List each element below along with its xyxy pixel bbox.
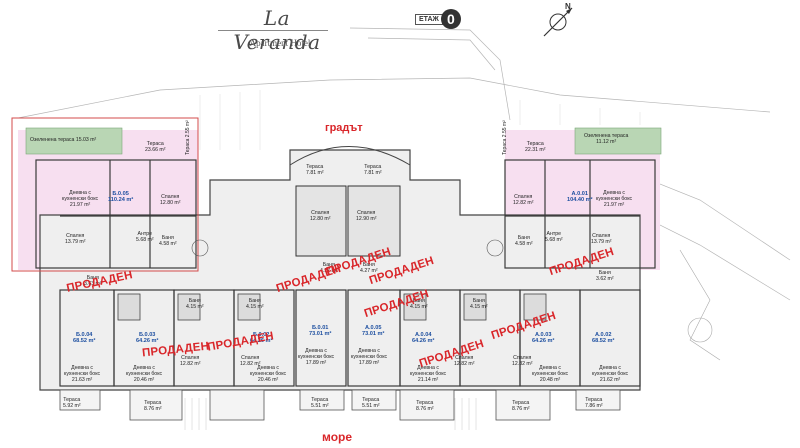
bedroom-left-2: Спалня 13.79 m² bbox=[65, 233, 86, 245]
living-label: Дневна с кухненски бокс 21.14 m² bbox=[410, 365, 447, 383]
living-label: Дневна с кухненски бокс 20.48 m² bbox=[532, 365, 569, 383]
bath-label: Баня 4.15 m² bbox=[186, 298, 204, 310]
center-bath-right: Баня 4.27 m² bbox=[360, 262, 378, 274]
center-bedroom-left: Спалня 12.80 m² bbox=[310, 210, 331, 222]
terrace-label: Тераса 7.86 m² bbox=[585, 397, 603, 409]
terrace-label: Тераса 8.76 m² bbox=[416, 400, 434, 412]
terrace-green-left: Озеленена тераса 15.03 m² bbox=[30, 137, 97, 143]
living-right: Дневна с кухненски бокс 21.97 m² bbox=[596, 190, 633, 208]
living-label: Дневна с кухненски бокс 21.62 m² bbox=[592, 365, 629, 383]
terrace-small-left: Тераса 2.55 m² bbox=[185, 120, 191, 155]
terrace-small-right: Тераса 2.55 m² bbox=[502, 120, 508, 155]
center-terrace-right: Тераса 7.81 m² bbox=[364, 164, 382, 176]
bedroom-label: Спалня 12.82 m² bbox=[180, 355, 201, 367]
antre-right: Антре 5.68 m² bbox=[545, 231, 563, 243]
floor-indicator: ЕТАЖ 0 bbox=[415, 8, 461, 30]
floor-word: ЕТАЖ bbox=[415, 13, 443, 25]
orientation-sea-label: море bbox=[322, 430, 353, 444]
bedroom-left-1: Спалня 12.80 m² bbox=[160, 194, 181, 206]
bath-label: Баня 3.62 m² bbox=[596, 270, 614, 282]
floor-number: 0 bbox=[440, 9, 461, 29]
bath-left: Баня 4.58 m² bbox=[159, 235, 177, 247]
bath-label: Баня 4.15 m² bbox=[246, 298, 264, 310]
terrace-label: Тераса 5.51 m² bbox=[311, 397, 329, 409]
brand-subtitle: Apartment Hotel bbox=[249, 38, 311, 48]
bedroom-right-2: Спалня 13.79 m² bbox=[591, 233, 612, 245]
center-bath-left: Баня 4.27 m² bbox=[320, 262, 338, 274]
living-label: Дневна с кухненски бокс 20.46 m² bbox=[250, 365, 287, 383]
terrace-top-right: Тераса 22.31 m² bbox=[525, 141, 546, 153]
terrace-label: Тераса 5.92 m² bbox=[63, 397, 81, 409]
antre-left: Антре 5.68 m² bbox=[136, 231, 154, 243]
bedroom-label: Спалня 12.82 m² bbox=[240, 355, 261, 367]
bedroom-label: Спалня 12.82 m² bbox=[512, 355, 533, 367]
terrace-label: Тераса 5.51 m² bbox=[362, 397, 380, 409]
brand-logo: La Veranda bbox=[233, 6, 321, 54]
living-label: Дневна с кухненски бокс 17.89 m² bbox=[298, 348, 335, 366]
terrace-label: Тераса 8.76 m² bbox=[512, 400, 530, 412]
compass-north-letter: N bbox=[565, 2, 571, 11]
center-bedroom-right: Спалня 12.90 m² bbox=[356, 210, 377, 222]
living-label: Дневна с кухненски бокс 20.46 m² bbox=[126, 365, 163, 383]
living-left: Дневна с кухненски бокс 21.97 m² bbox=[62, 190, 99, 208]
center-terrace-left: Тераса 7.81 m² bbox=[306, 164, 324, 176]
bath-right: Баня 4.58 m² bbox=[515, 235, 533, 247]
orientation-city-label: градът bbox=[325, 122, 363, 134]
bedroom-right-1: Спалня 12.82 m² bbox=[513, 194, 534, 206]
bath-label: Баня 4.15 m² bbox=[470, 298, 488, 310]
living-label: Дневна с кухненски бокс 21.63 m² bbox=[64, 365, 101, 383]
bedroom-label: Спалня 12.82 m² bbox=[454, 355, 475, 367]
header-divider bbox=[218, 30, 328, 31]
terrace-label: Тераса 8.76 m² bbox=[144, 400, 162, 412]
bath-label: Баня 4.15 m² bbox=[410, 298, 428, 310]
terrace-top-left: Тераса 23.66 m² bbox=[145, 141, 166, 153]
compass-icon bbox=[543, 7, 573, 37]
bath-label: Баня 3.63 m² bbox=[84, 275, 102, 287]
living-label: Дневна с кухненски бокс 17.89 m² bbox=[351, 348, 388, 366]
terrace-green-right: Озеленена тераса 11.12 m² bbox=[584, 133, 629, 145]
